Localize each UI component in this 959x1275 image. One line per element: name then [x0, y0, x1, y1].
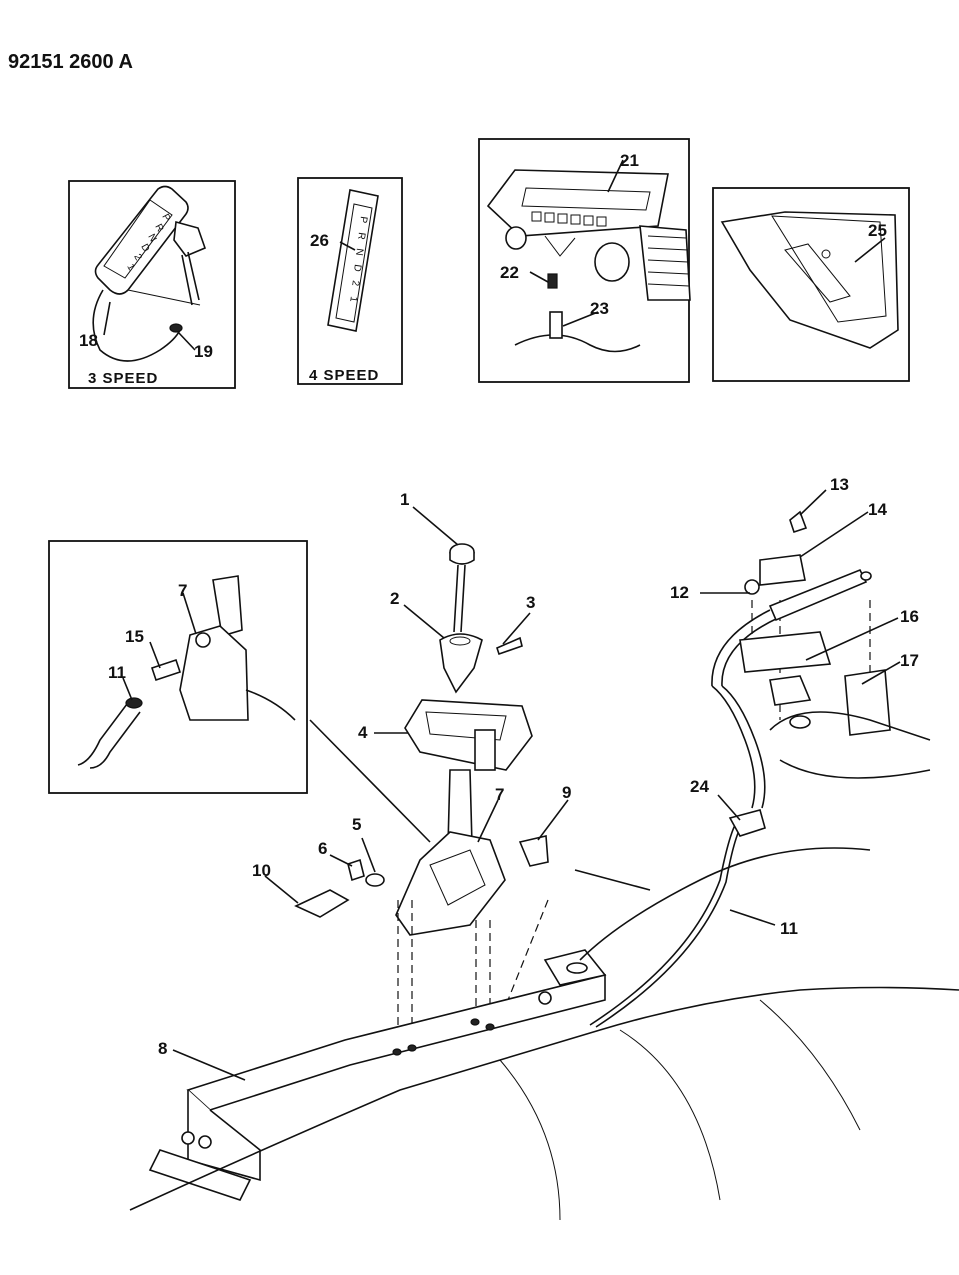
gear-labels-3-speed: P R N D 2 1 — [124, 212, 172, 272]
callout-labels: 1 2 3 4 5 6 7 7 8 9 10 11 11 12 13 14 15… — [79, 151, 919, 1058]
callout-7-detail: 7 — [178, 581, 187, 600]
callout-13: 13 — [830, 475, 849, 494]
gear-digit-blocks — [531, 211, 607, 227]
gear-labels-4-speed: P R N D 2 1 — [347, 216, 369, 303]
callout-18: 18 — [79, 331, 98, 350]
callout-11-main: 11 — [780, 919, 798, 938]
column-shift-indicator — [92, 185, 207, 362]
inset-cable-detail — [48, 540, 308, 794]
inset-4-speed-caption: 4 SPEED — [309, 367, 379, 384]
callout-26: 26 — [310, 231, 329, 250]
cable-mount-bracket — [739, 510, 931, 779]
callout-16: 16 — [900, 607, 919, 626]
inset-4-speed: P R N D 2 1 4 SPEED — [297, 177, 403, 385]
callout-25: 25 — [868, 221, 887, 240]
callout-5: 5 — [352, 815, 361, 834]
callout-7-main: 7 — [495, 785, 504, 804]
floor-bracket — [148, 949, 607, 1201]
svg-text:2: 2 — [131, 252, 144, 262]
callout-14: 14 — [868, 500, 887, 519]
callout-1: 1 — [400, 490, 409, 509]
callout-22: 22 — [500, 263, 519, 282]
svg-text:R: R — [152, 222, 165, 234]
document-id: 92151 2600 A — [8, 51, 133, 73]
callout-6: 6 — [318, 839, 327, 858]
detail-leader-line — [309, 719, 431, 843]
callout-23: 23 — [590, 299, 609, 318]
inset-3-speed-caption: 3 SPEED — [88, 370, 158, 387]
svg-text:N: N — [145, 232, 158, 244]
svg-text:R: R — [355, 232, 367, 241]
svg-text:2: 2 — [349, 280, 361, 287]
callout-8: 8 — [158, 1039, 167, 1058]
inset-cluster-indicator — [478, 138, 691, 383]
svg-text:N: N — [353, 248, 365, 257]
callout-9: 9 — [562, 783, 571, 802]
leader-lines — [103, 159, 901, 1081]
svg-text:D: D — [351, 264, 363, 273]
inset-console-bezel — [712, 187, 910, 382]
shifter-assembly — [294, 543, 549, 936]
svg-text:1: 1 — [347, 296, 359, 303]
console-gear-indicator — [327, 189, 379, 332]
callout-12: 12 — [670, 583, 689, 602]
floor-pan — [129, 847, 959, 1221]
svg-text:1: 1 — [124, 262, 137, 272]
callout-15: 15 — [125, 627, 144, 646]
callout-24: 24 — [690, 777, 709, 796]
callout-3: 3 — [526, 593, 535, 612]
callout-21: 21 — [620, 151, 639, 170]
callout-4: 4 — [358, 723, 368, 742]
callout-19: 19 — [194, 342, 213, 361]
callout-10: 10 — [252, 861, 271, 880]
svg-text:D: D — [138, 242, 151, 254]
svg-text:P: P — [159, 212, 172, 223]
shift-cable — [589, 568, 872, 1028]
callout-17: 17 — [900, 651, 919, 670]
callout-11-detail: 11 — [108, 663, 126, 682]
svg-text:P: P — [357, 216, 369, 224]
inset-3-speed: P R N D 2 1 3 SPEED — [68, 180, 236, 389]
callout-2: 2 — [390, 589, 399, 608]
